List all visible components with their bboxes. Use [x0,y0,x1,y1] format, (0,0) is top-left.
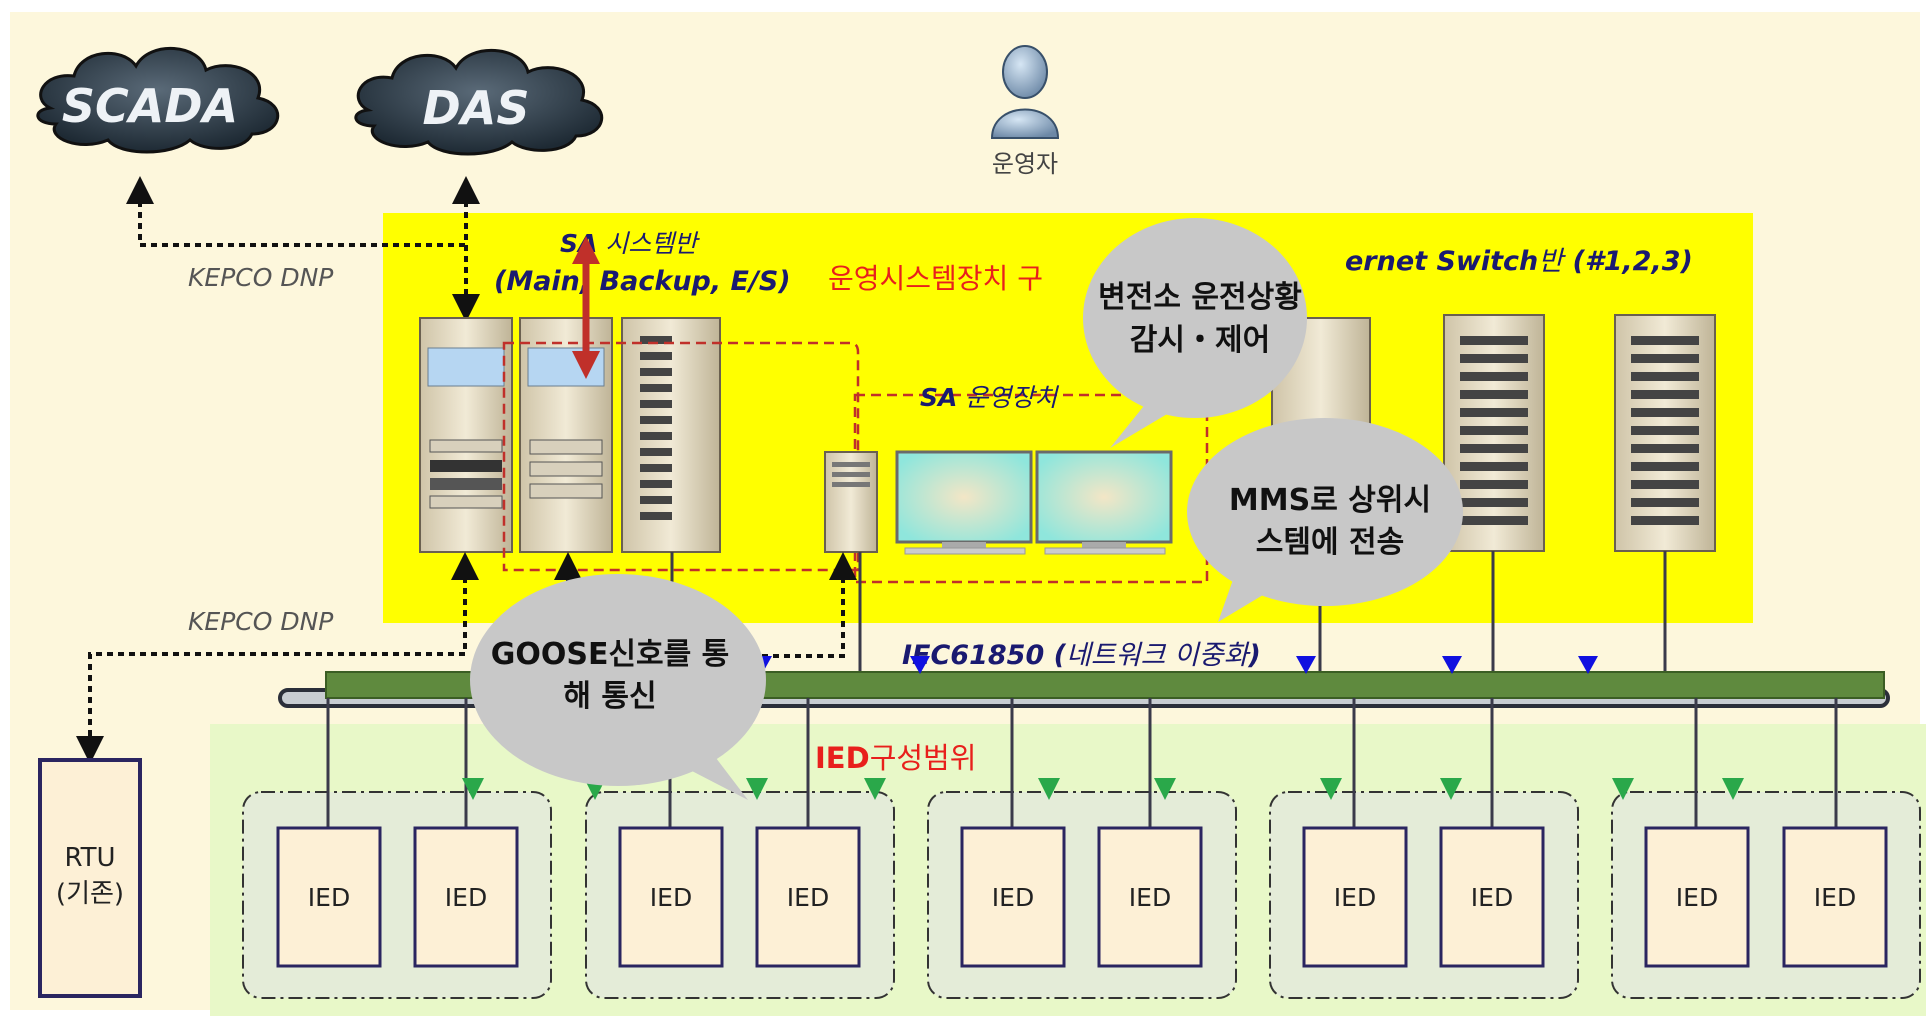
ied-box: IED [1439,826,1545,968]
ied-box: IED [1097,826,1203,968]
callout-goose: GOOSE신호를 통 해 통신 [470,574,766,800]
sa-panel-title-rest: 시스템반 [597,229,700,258]
ethernet-switch-label: ernet Switch반 (#1,2,3) [1345,246,1693,277]
ied-box: IED [276,826,382,968]
operator-label: 운영자 [992,150,1058,178]
ied-label: IED [1334,883,1376,912]
callout-mms-line2: 스템에 전송 [1256,525,1404,560]
sa-console-label-rest: 운영장치 [957,383,1059,412]
ied-label: IED [1471,883,1513,912]
sa-console-monitor-left-icon [895,450,1033,555]
ied-label: IED [1129,883,1171,912]
callout-goose-line2: 해 통신 [563,679,656,714]
iec61850-label: IEC61850 (네트워크 이중화) [902,640,1261,671]
ied-scope-label-bold: IED [815,741,870,775]
ied-box: IED [755,826,861,968]
sa-console-label-bold: SA [920,383,957,412]
rtu-link-line [76,552,479,764]
ied-box: IED [960,826,1066,968]
kepco-dnp-bottom-label: KEPCO DNP [188,607,334,636]
rtu-label-line2: (기존) [56,879,124,909]
ied-box: IED [1302,826,1408,968]
callout-monitor-line1: 변전소 운전상황 [1098,280,1302,315]
das-label: DAS [423,81,530,135]
scada-link-line [126,176,465,247]
ied-label: IED [445,883,487,912]
ethernet-switch-label-tail: (#1,2,3) [1563,246,1693,277]
iec61850-label-bold: IEC61850 ( [902,640,1067,671]
ethernet-switch-rack-2 [1443,314,1545,552]
ied-box: IED [1782,826,1888,968]
scada-cloud-icon: SCADA [36,46,279,154]
callout-mms-line1: MMS로 상위시 [1229,483,1431,518]
sa-console-monitor-right-icon [1035,450,1173,555]
sa-panel-title: SA 시스템반 [560,229,700,258]
sa-server-rack-es [621,317,721,553]
callout-mms: MMS로 상위시 스템에 전송 [1187,418,1463,622]
scada-label: SCADA [62,79,238,133]
operator-icon [990,45,1060,139]
iec61850-label-end: ) [1247,640,1260,671]
ied-label: IED [787,883,829,912]
ethernet-switch-label-bold: ernet Switch [1345,246,1538,277]
ied-box: IED [413,826,519,968]
rack-es-units [640,336,672,520]
ied-label: IED [1676,883,1718,912]
callout-monitor-control: 변전소 운전상황 감시・제어 [1083,218,1307,448]
sa-server-rack-backup [519,317,613,553]
callout-monitor-line2: 감시・제어 [1130,323,1270,358]
ied-scope-label-rest: 구성범위 [870,741,977,775]
sa-console-label: SA 운영장치 [920,383,1059,412]
ied-label: IED [650,883,692,912]
rtu-label-line1: RTU [64,843,115,873]
rtu-box: RTU (기존) [38,758,142,998]
sa-console-pc-icon [824,451,878,553]
sa-panel-title-bold: SA [560,229,597,258]
ied-label: IED [308,883,350,912]
sa-panel-subtitle: (Main, Backup, E/S) [494,266,791,297]
ied-scope-label: IED구성범위 [815,741,976,775]
ied-label: IED [992,883,1034,912]
ied-bus-drops [326,698,1838,828]
ied-box: IED [618,826,724,968]
kepco-dnp-top-label: KEPCO DNP [188,263,334,292]
iec61850-label-rest: 네트워크 이중화 [1066,640,1251,671]
ied-boxes: IED IED IED IED IED IED IED IED IED IED [276,826,1888,968]
ied-box: IED [1644,826,1750,968]
ethernet-switch-rack-3 [1614,314,1716,552]
ied-label: IED [1814,883,1856,912]
ops-system-label: 운영시스템장치 구 [828,262,1043,295]
das-cloud-icon: DAS [354,48,603,156]
sa-server-rack-main [419,317,513,553]
ethernet-switch-label-mid: 반 [1538,246,1566,277]
callout-goose-line1: GOOSE신호를 통 [491,637,730,672]
